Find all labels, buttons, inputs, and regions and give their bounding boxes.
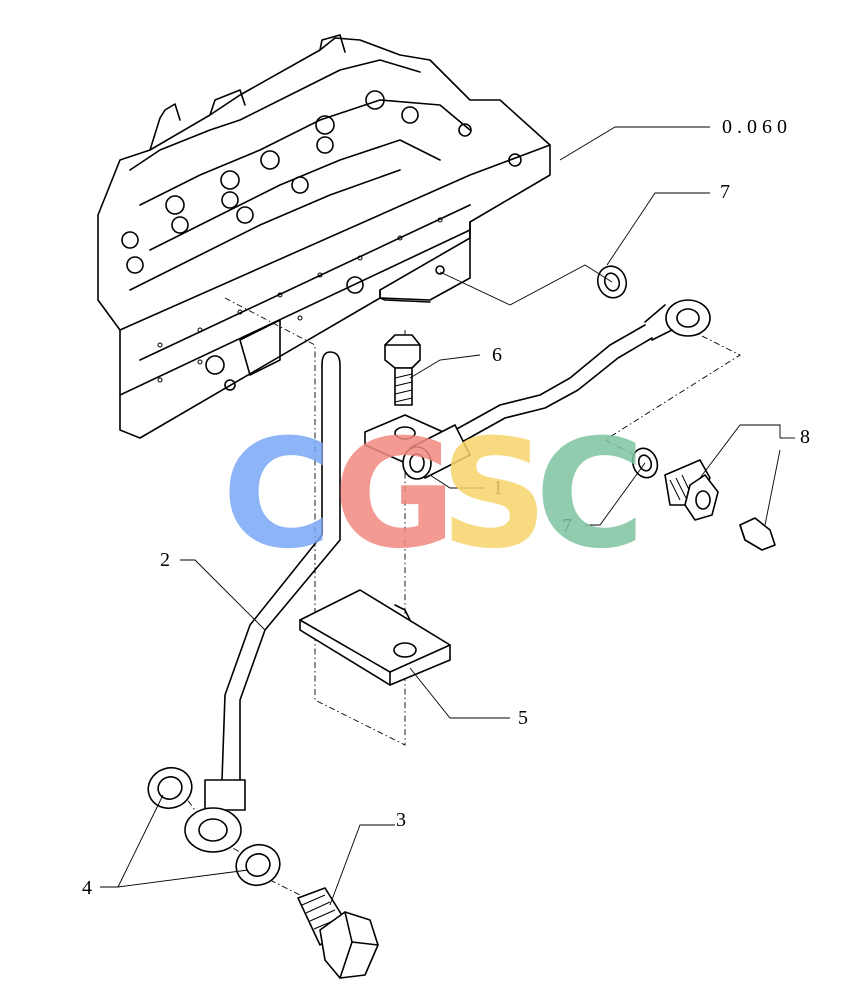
banjo-bolt-3	[297, 887, 379, 979]
reference-label: 0 . 0 6 0	[722, 116, 787, 138]
pipe-lower	[184, 351, 341, 853]
union-fitting-8	[664, 459, 776, 551]
pipe-upper	[454, 299, 711, 443]
callout-6: 6	[492, 344, 502, 366]
washers-4	[147, 766, 281, 887]
callout-8: 8	[800, 426, 810, 448]
leader-lines	[100, 126, 795, 906]
callout-1: 1	[493, 477, 503, 499]
watermark-letter-4: C	[535, 408, 645, 582]
callout-7-upper: 7	[720, 181, 730, 203]
callout-2: 2	[160, 549, 170, 571]
callout-4: 4	[82, 877, 92, 899]
watermark-letter-1: C	[222, 408, 332, 582]
callout-3: 3	[396, 809, 406, 831]
watermark-letter-2: G	[333, 408, 456, 582]
callout-5: 5	[518, 707, 528, 729]
clamp-bracket-1	[364, 414, 471, 480]
callout-7-lower: 7	[562, 515, 572, 537]
watermark-logo: C G S C	[222, 408, 645, 582]
center-lines	[179, 297, 741, 896]
bolt-6	[384, 334, 421, 406]
bracket-plate-5	[299, 589, 451, 686]
cylinder-head	[97, 34, 551, 439]
watermark-letter-3: S	[440, 408, 548, 582]
